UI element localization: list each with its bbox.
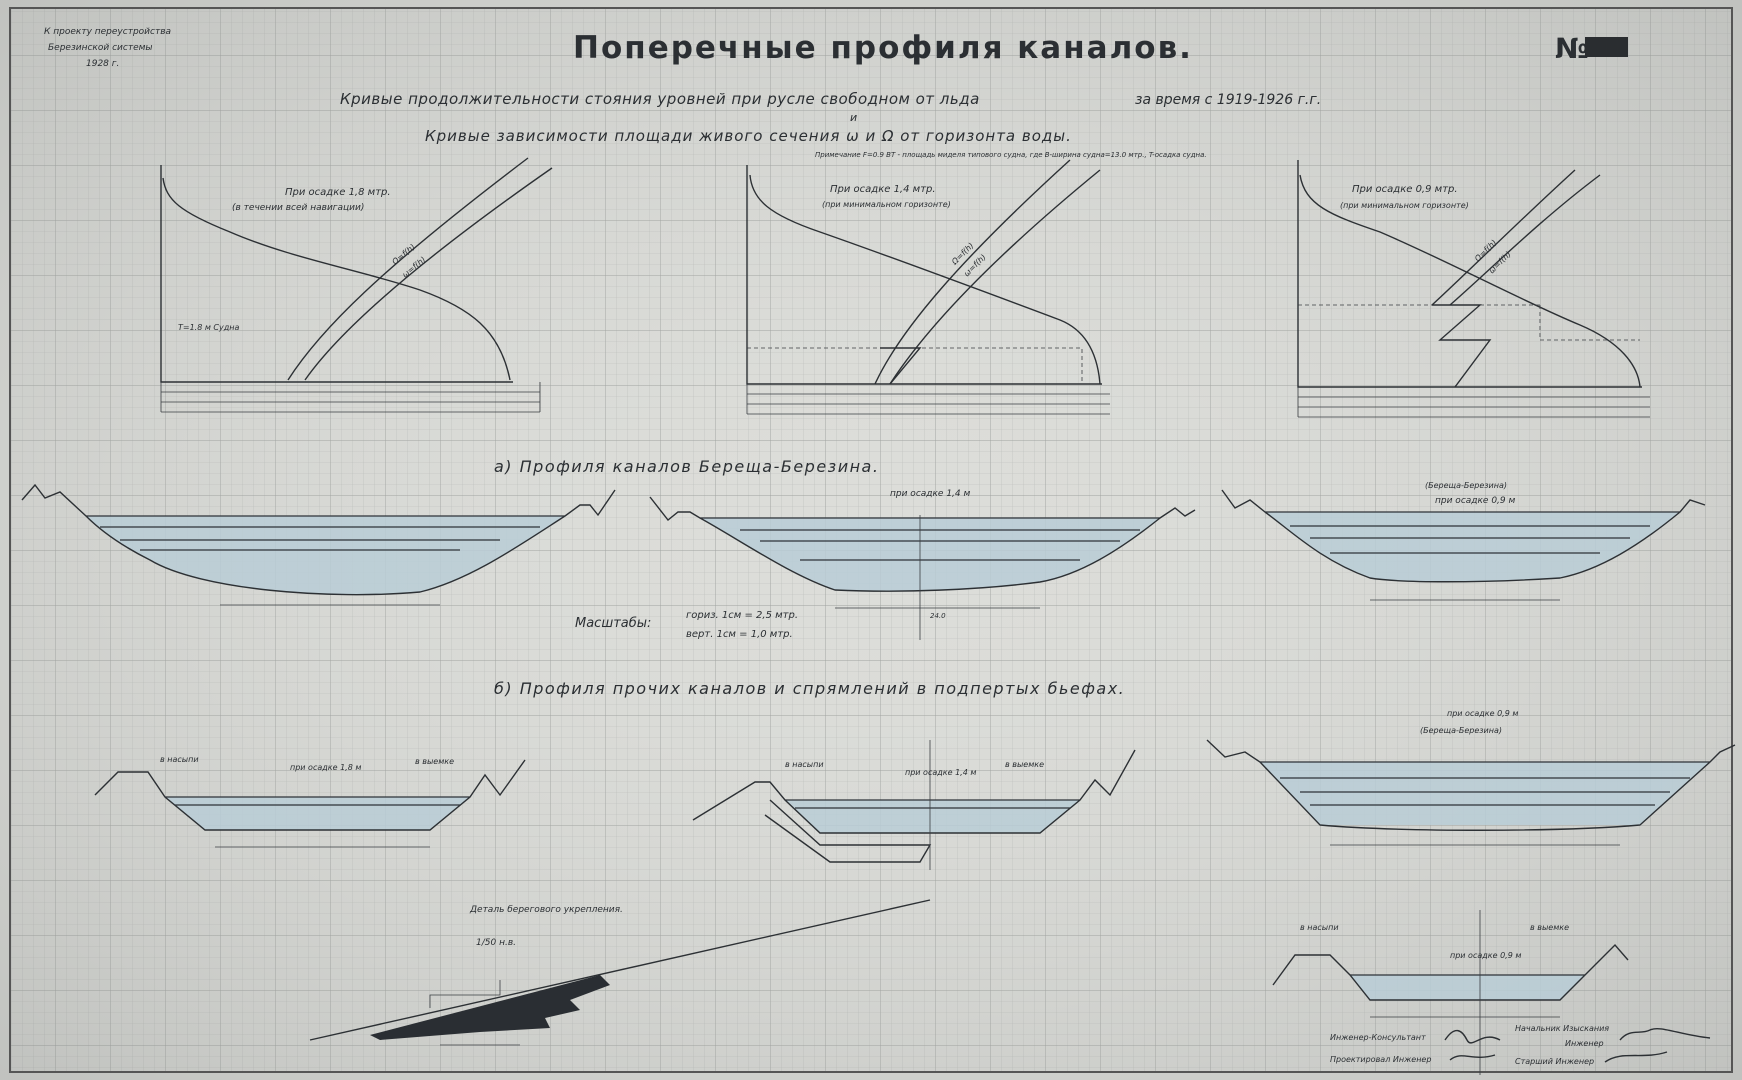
- canal-profile-b4: при осадке 0,9 м в насыпи в выемке: [1272, 910, 1629, 1075]
- profile-right-label: в выемке: [1530, 923, 1569, 932]
- signature-role: Старший Инженер: [1515, 1057, 1594, 1066]
- signature-role: Начальник Изыскания: [1515, 1024, 1609, 1033]
- profile-sublabel: (Береща-Березина): [1425, 481, 1507, 490]
- canal-profile-b2: при осадке 1,4 м в насыпи в выемке: [692, 740, 1136, 870]
- signature-role: Инженер-Консультант: [1330, 1033, 1426, 1042]
- signature-role: Проектировал Инженер: [1330, 1055, 1431, 1064]
- stamp-line: 1928 г.: [86, 59, 119, 69]
- subtitle-line1: Кривые продолжительности стояния уровней…: [340, 90, 980, 108]
- profile-right-label: в выемке: [1005, 760, 1044, 769]
- stamp-line: Березинской системы: [48, 43, 153, 53]
- profile-right-label: в выемке: [415, 757, 454, 766]
- graph-subtitle: (в течении всей навигации): [232, 203, 364, 213]
- signature-mark: [1444, 1029, 1501, 1061]
- scale-vertical: верт. 1см = 1,0 мтр.: [686, 629, 793, 640]
- bank-reinforcement-detail: Деталь берегового укрепления. 1/50 н.в.: [309, 899, 931, 1046]
- sheet-number-box: [1585, 37, 1628, 57]
- canal-profile-a1: [21, 483, 616, 606]
- profile-label: при осадке 0,9 м: [1450, 951, 1521, 960]
- profile-sublabel: (Береща-Березина): [1420, 726, 1502, 735]
- detail-scale: 1/50 н.в.: [476, 938, 516, 948]
- graph-title: При осадке 0,9 мтр.: [1352, 184, 1458, 195]
- graph-subtitle: (при минимальном горизонте): [822, 200, 951, 209]
- project-stamp: К проекту переустройства Березинской сис…: [44, 27, 171, 69]
- duration-graph-3: При осадке 0,9 мтр. (при минимальном гор…: [1297, 160, 1650, 418]
- width-label: 24.0: [930, 612, 946, 620]
- graph-title: При осадке 1,4 мтр.: [830, 184, 936, 195]
- profile-left-label: в насыпи: [785, 760, 824, 769]
- profile-label: при осадке 0,9 м: [1447, 709, 1518, 718]
- scales-legend: Масштабы: гориз. 1см = 2,5 мтр. верт. 1с…: [575, 610, 798, 640]
- detail-title: Деталь берегового укрепления.: [469, 905, 623, 915]
- profile-label: при осадке 0,9 м: [1435, 496, 1516, 506]
- section-a-heading: а) Профиля каналов Береща-Березина.: [494, 457, 879, 476]
- canal-profile-a3: при осадке 0,9 м (Береща-Березина): [1221, 481, 1706, 601]
- canal-profile-a2: при осадке 1,4 м 24.0: [649, 489, 1196, 640]
- scales-label: Масштабы:: [575, 616, 651, 631]
- signature-role: Инженер: [1565, 1039, 1604, 1048]
- subtitle-and: и: [850, 111, 857, 124]
- profile-label: при осадке 1,4 м: [905, 768, 976, 777]
- scale-horizontal: гориз. 1см = 2,5 мтр.: [686, 610, 798, 621]
- subtitle-line2: Кривые зависимости площади живого сечени…: [425, 127, 1072, 145]
- section-b-heading: б) Профиля прочих каналов и спрямлений в…: [494, 679, 1125, 698]
- profile-left-label: в насыпи: [1300, 923, 1339, 932]
- page-title: Поперечные профиля каналов.: [573, 30, 1193, 66]
- subtitle-note: Примечание F=0.9 BT - площадь миделя тип…: [815, 151, 1207, 159]
- canal-profile-b3: при осадке 0,9 м (Береща-Березина): [1206, 709, 1736, 846]
- signature-mark: [1604, 1028, 1711, 1063]
- profile-label: при осадке 1,8 м: [290, 763, 361, 772]
- signature-block: Инженер-Консультант Проектировал Инженер…: [1330, 1024, 1711, 1066]
- stamp-line: К проекту переустройства: [44, 27, 171, 37]
- profile-label: при осадке 1,4 м: [890, 489, 971, 499]
- graph-title: При осадке 1,8 мтр.: [285, 187, 391, 198]
- graph-note: T=1.8 м Судна: [178, 323, 240, 332]
- subtitle-years: за время с 1919-1926 г.г.: [1135, 92, 1321, 108]
- sheet-number-label: №: [1555, 32, 1589, 65]
- graph-subtitle: (при минимальном горизонте): [1340, 201, 1469, 210]
- profile-left-label: в насыпи: [160, 755, 199, 764]
- canal-profile-b1: при осадке 1,8 м в насыпи в выемке: [94, 755, 526, 848]
